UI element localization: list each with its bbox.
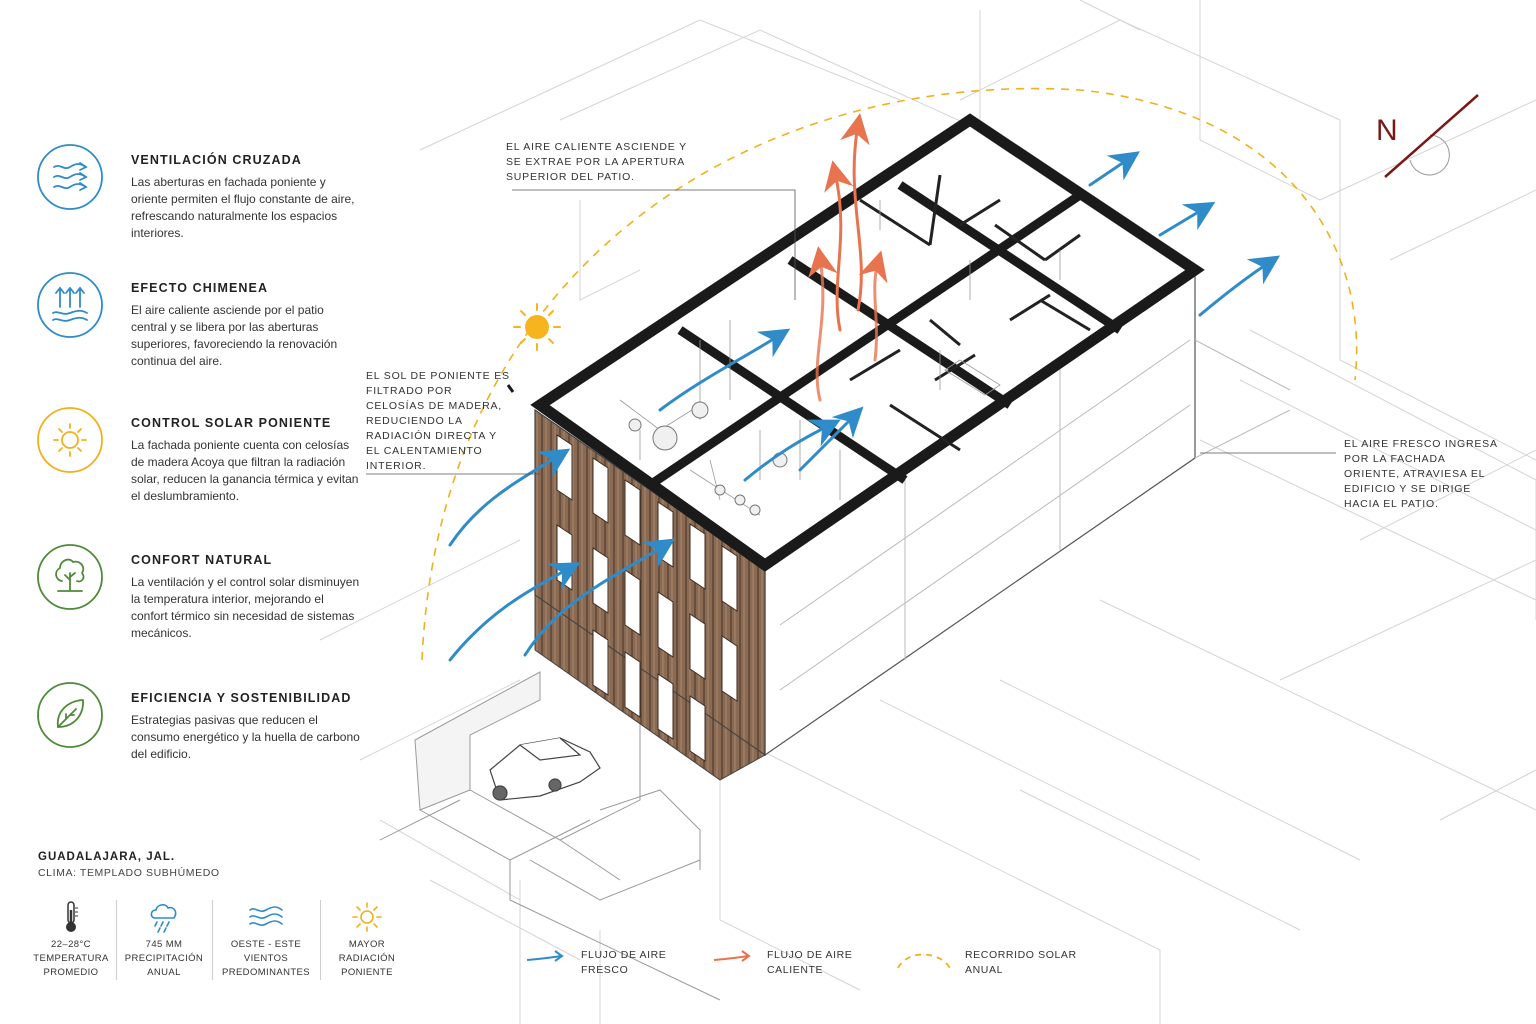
climate-text: 745 mm PRECIPITACIÓN ANUAL [124, 939, 204, 978]
tree-icon [37, 544, 103, 610]
solar-path-arc [421, 87, 1358, 661]
diagram-sun-icon [513, 303, 561, 351]
climate-temperature: 22–28°C TEMPERATURA PROMEDIO [21, 900, 121, 980]
legend-solar-path: RECORRIDO SOLAR ANUAL [895, 948, 1095, 988]
climate-radiation: MAYOR RADIACIÓN PONIENTE [317, 900, 417, 980]
hot-air-arrows [808, 113, 888, 402]
building-west-facade [534, 408, 766, 781]
climate-rain: 745 mm PRECIPITACIÓN ANUAL [114, 900, 214, 980]
car-icon [489, 737, 601, 801]
leaf-icon [37, 682, 103, 748]
annotation-fresh-air: EL AIRE FRESCO INGRESA POR LA FACHADA OR… [1344, 438, 1498, 510]
legend-label: FLUJO DE AIRE CALIENTE [767, 949, 853, 976]
strategy-description: Las aberturas en fachada poniente y orie… [131, 175, 355, 240]
legend-fresh-air: FLUJO DE AIRE FRESCO [525, 948, 695, 988]
climate-text: MAYOR RADIACIÓN PONIENTE [338, 939, 396, 978]
legend-label: FLUJO DE AIRE FRESCO [581, 949, 667, 976]
context-buildings [319, 0, 1536, 1024]
strategy-description: La fachada poniente cuenta con celosías … [131, 438, 359, 503]
strategy-title: EFECTO CHIMENEA [131, 281, 269, 295]
rain-cloud-icon [150, 904, 177, 933]
chimney-effect-icon [37, 272, 103, 338]
climate-divider [116, 900, 117, 980]
sun-icon [352, 902, 382, 932]
legend-hot-air: FLUJO DE AIRE CALIENTE [712, 948, 882, 988]
strategy-title: VENTILACIÓN CRUZADA [131, 153, 302, 167]
north-arrow-icon [1384, 94, 1479, 178]
climate-text: 22–28°C TEMPERATURA PROMEDIO [33, 939, 109, 978]
annotation-hot-air: EL AIRE CALIENTE ASCIENDE Y SE EXTRAE PO… [506, 141, 687, 183]
climate-wind: OESTE - ESTE VIENTOS PREDOMINANTES [216, 900, 316, 980]
strategy-description: El aire caliente asciende por el patio c… [131, 303, 338, 368]
fresh-air-arrows [448, 151, 1281, 662]
strategy-title: CONTROL SOLAR PONIENTE [131, 416, 332, 430]
waves-icon [249, 906, 283, 926]
wind-icon [37, 144, 103, 210]
parking-area [379, 671, 721, 1001]
dashed-arc-icon [897, 953, 951, 969]
floor-plan [530, 113, 1205, 572]
sun-icon [37, 407, 103, 473]
strategy-description: Estrategias pasivas que reducen el consu… [131, 713, 360, 761]
annotation-west-sun: EL SOL DE PONIENTE ES FILTRADO POR CELOS… [366, 370, 510, 472]
strategy-title: CONFORT NATURAL [131, 553, 273, 567]
location-city: GUADALAJARA, JAL. [38, 851, 176, 863]
legend-label: RECORRIDO SOLAR ANUAL [965, 949, 1077, 976]
climate-divider [320, 900, 321, 980]
strategy-description: La ventilación y el control solar dismin… [131, 575, 360, 640]
climate-text: OESTE - ESTE VIENTOS PREDOMINANTES [221, 939, 311, 978]
location-climate: CLIMA: TEMPLADO SUBHÚMEDO [38, 867, 220, 879]
north-label: N [1376, 114, 1398, 147]
thermometer-icon [66, 901, 78, 932]
strategy-title: EFICIENCIA Y SOSTENIBILIDAD [131, 691, 352, 705]
annotation-leaders [366, 189, 1336, 475]
blue-arrow-icon [526, 950, 564, 962]
climate-divider [212, 900, 213, 980]
orange-arrow-icon [713, 950, 751, 962]
